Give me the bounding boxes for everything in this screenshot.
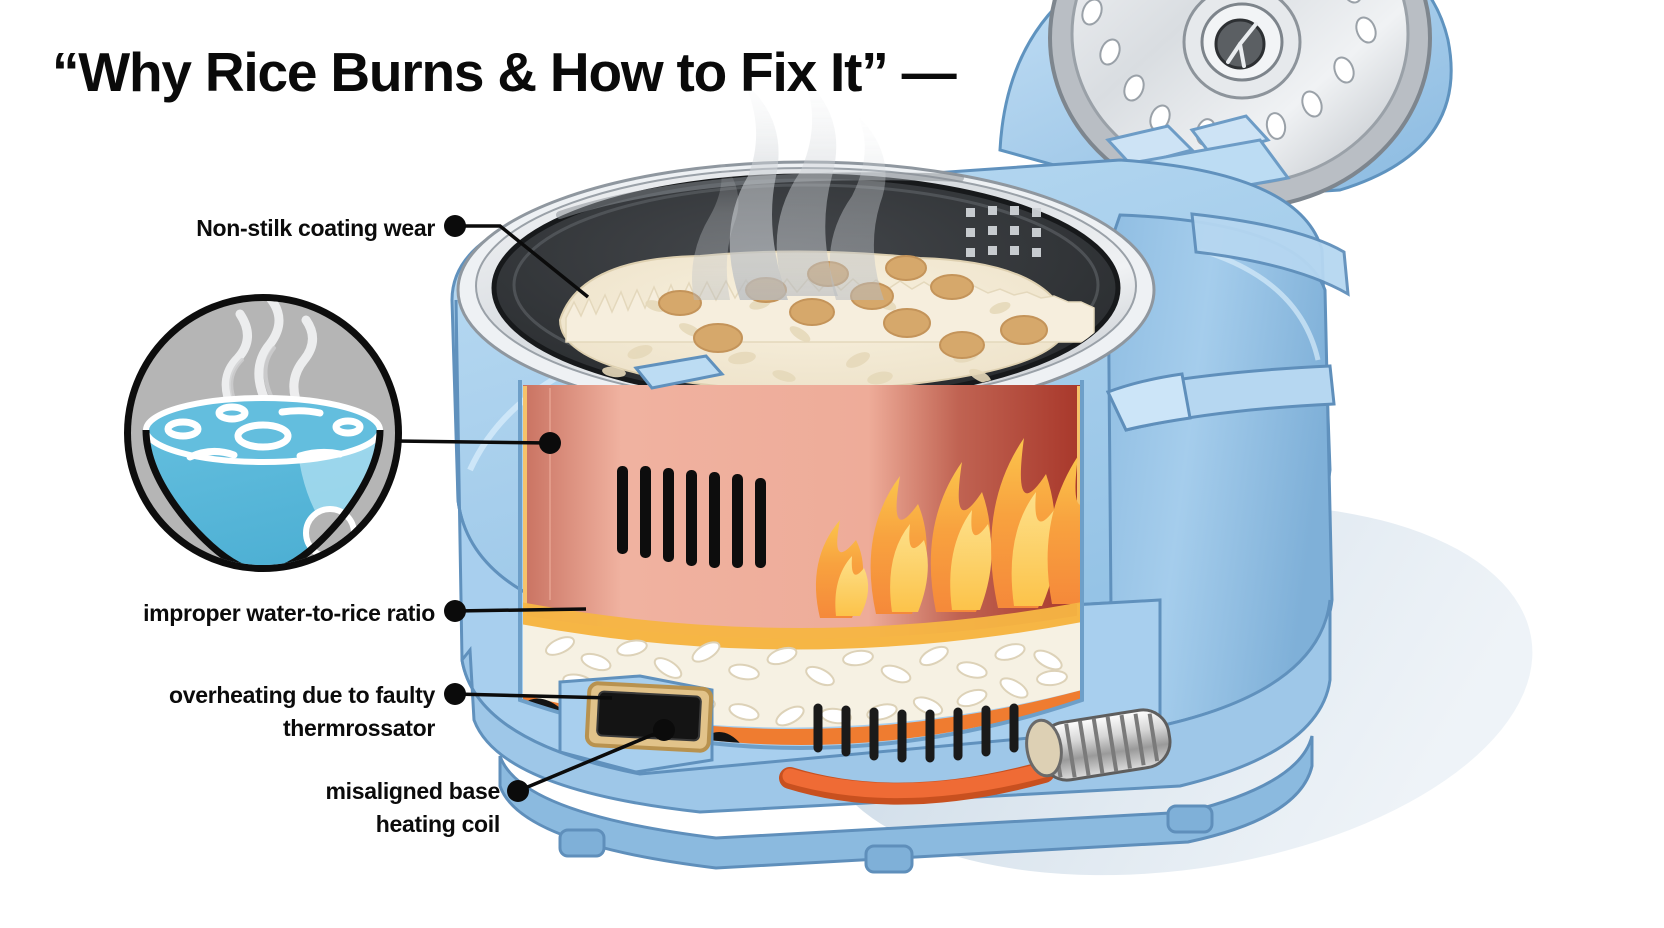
rice-surface bbox=[558, 250, 1095, 394]
flames bbox=[815, 438, 1080, 618]
pot-dot-matrix bbox=[966, 206, 1041, 257]
page-title: “Why Rice Burns & How to Fix It” — bbox=[52, 41, 957, 103]
lid-steam-holes bbox=[1081, 0, 1377, 146]
heating-coil bbox=[779, 703, 1172, 805]
coil-spring bbox=[1025, 708, 1172, 782]
callout-leaders bbox=[395, 215, 675, 802]
callout-label-misaligned-base-heating-coil: misaligned base heating coil bbox=[325, 778, 501, 837]
vent-slots bbox=[617, 466, 766, 568]
steam-plume bbox=[692, 78, 886, 300]
side-handle[interactable] bbox=[1105, 212, 1350, 432]
callout-label-overheating-faulty-thermostat: overheating due to faulty thermrossator bbox=[169, 682, 435, 741]
body-latch bbox=[633, 354, 725, 390]
control-display[interactable] bbox=[558, 674, 714, 774]
water-bubbles bbox=[164, 403, 364, 461]
inset-steam bbox=[221, 301, 317, 415]
callout-label-improper-water-to-rice-ratio: improper water-to-rice ratio bbox=[143, 600, 435, 626]
boiling-water-inset bbox=[124, 294, 402, 572]
callout-label-non-stick-coating-wear: Non-stilk coating wear bbox=[196, 215, 435, 241]
lid bbox=[998, 0, 1453, 210]
rice-grain-layer bbox=[545, 636, 1068, 727]
steam-vent-valve bbox=[1182, 0, 1302, 100]
